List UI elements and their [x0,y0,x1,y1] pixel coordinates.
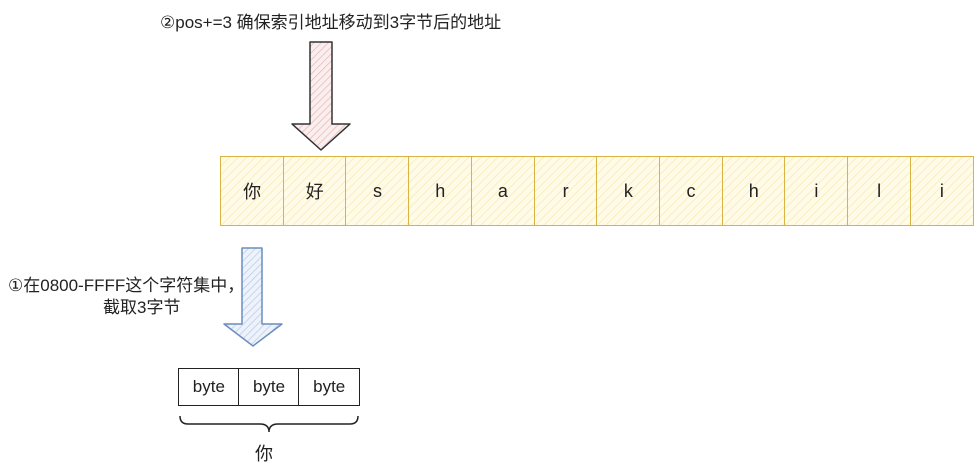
bottom-brace [179,415,359,433]
string-cell: r [533,156,598,226]
down-arrow-pos [291,41,351,151]
string-cell: 你 [220,156,285,226]
byte-cell: byte [298,368,361,406]
pos-increment-note: ②pos+=3 确保索引地址移动到3字节后的地址 [160,13,502,32]
brace-label: 你 [255,444,273,464]
string-cell: i [784,156,849,226]
string-cell: h [408,156,473,226]
string-cell: c [658,156,724,226]
string-cell: s [345,156,410,226]
byte-cells: byte byte byte [178,368,361,406]
string-cell: 好 [282,156,347,226]
string-cell: i [909,156,974,226]
string-cell: k [596,156,661,226]
extract-note: ①在0800-FFFF这个字符集中， 截取3字节 [8,275,278,319]
string-cell: l [847,156,912,226]
extract-note-line1: ①在0800-FFFF这个字符集中， [8,276,245,295]
string-cell: a [470,156,536,226]
string-cell: h [721,156,786,226]
extract-note-line2: 截取3字节 [103,298,181,317]
down-arrow-extract [223,247,283,347]
byte-cell: byte [178,368,240,406]
string-cells: 你 好 s h a r k c h i l i [220,156,974,226]
byte-cell: byte [238,368,300,406]
